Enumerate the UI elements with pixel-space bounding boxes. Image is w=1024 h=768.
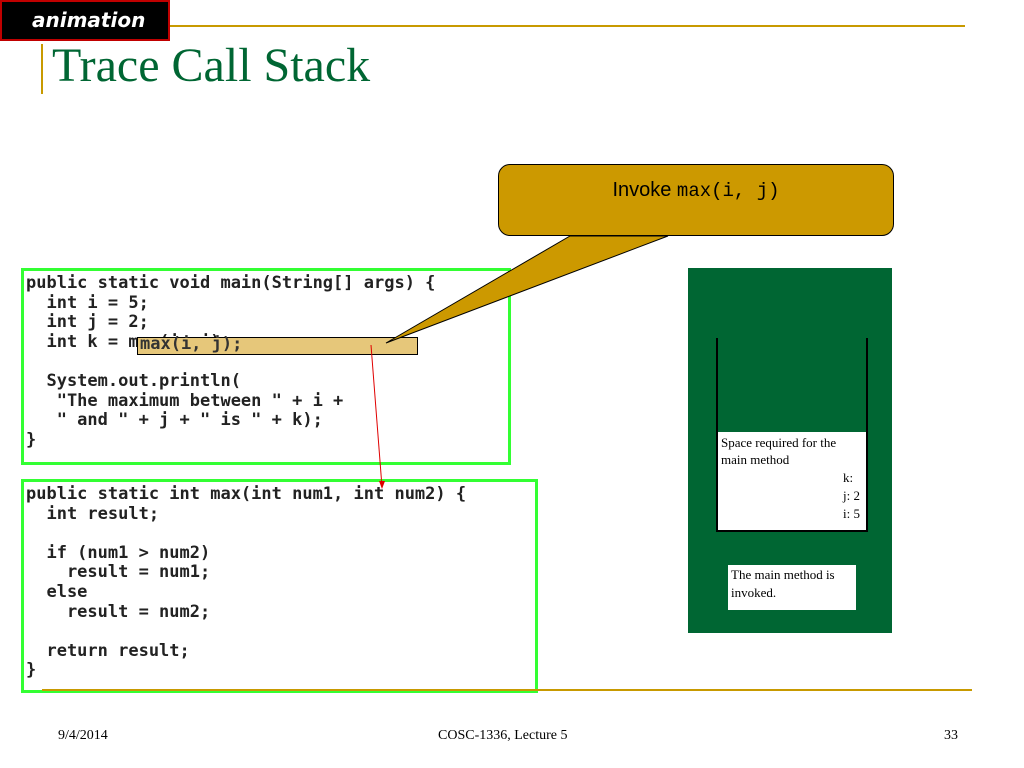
title-accent-line [41, 44, 43, 94]
max-method-code-box: public static int max(int num1, int num2… [21, 479, 538, 693]
call-stack-container [716, 338, 868, 532]
var-j: j: 2 [843, 488, 860, 503]
var-i: i: 5 [843, 506, 860, 521]
main-method-code: public static void main(String[] args) {… [26, 273, 436, 450]
animation-tag: animation [0, 0, 170, 41]
bottom-divider [42, 689, 972, 691]
invoke-callout: Invoke max(i, j) [498, 164, 894, 236]
footer-date: 9/4/2014 [58, 728, 108, 743]
main-invoked-note: The main method is invoked. [728, 565, 856, 610]
invoke-callout-text: Invoke [612, 179, 677, 201]
footer-course: COSC-1336, Lecture 5 [438, 728, 568, 743]
var-k: k: [843, 470, 854, 485]
slide-title: Trace Call Stack [52, 39, 371, 92]
max-call-highlight-text: max(i, j); [140, 334, 243, 354]
main-method-code-box: public static void main(String[] args) {… [21, 268, 511, 465]
animation-tag-label: animation [32, 8, 146, 32]
invoke-callout-code: max(i, j) [676, 180, 780, 202]
max-call-highlight [137, 337, 418, 355]
main-frame-label: Space required for the main method [721, 435, 837, 467]
main-method-frame: Space required for the main method k: j:… [718, 432, 866, 530]
top-divider [170, 25, 965, 27]
footer-page-number: 33 [944, 728, 958, 743]
max-method-code: public static int max(int num1, int num2… [26, 484, 467, 681]
